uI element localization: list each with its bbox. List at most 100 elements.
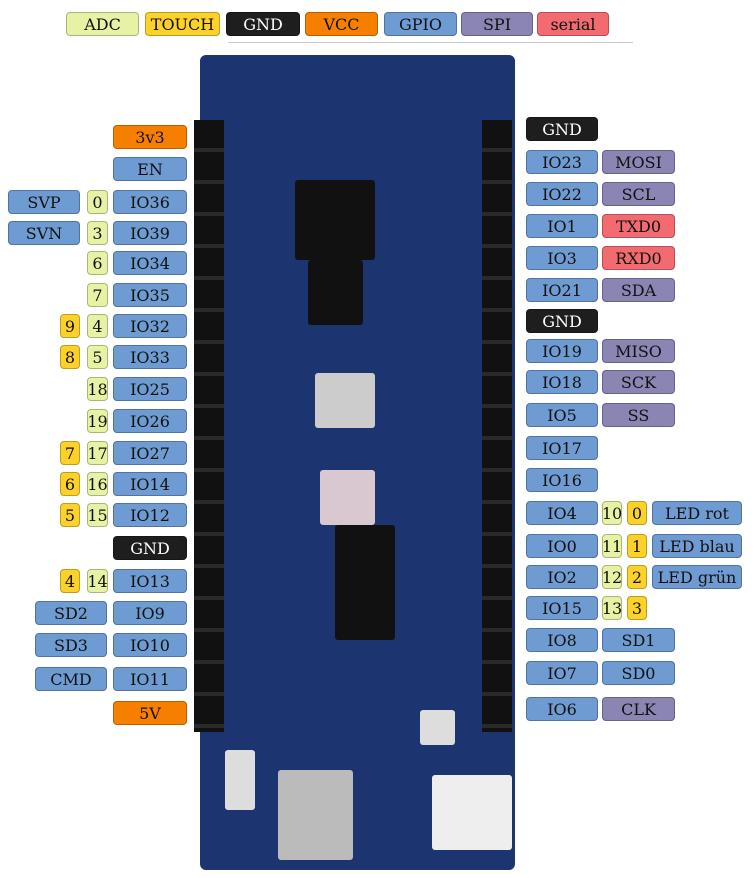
led-label: LED grün (652, 565, 742, 589)
pin-label[interactable]: IO19 (526, 339, 598, 363)
legend-touch: TOUCH (145, 12, 220, 36)
pin-label[interactable]: IO10 (113, 633, 187, 657)
en-button (225, 750, 255, 810)
touch-channel: 2 (627, 565, 647, 589)
adc-channel: 13 (602, 596, 622, 620)
adc-channel: 14 (87, 569, 108, 593)
touch-channel: 6 (60, 472, 80, 496)
pin-alt-function: SVN (8, 221, 80, 245)
pin-alt-function: CLK (602, 697, 675, 721)
adc-channel: 19 (87, 409, 108, 433)
rgb-led (320, 470, 375, 525)
divider (228, 42, 633, 43)
pin-label[interactable]: IO25 (113, 377, 187, 401)
pin-alt-function: RXD0 (602, 246, 675, 270)
pin-alt-function: MOSI (602, 150, 675, 174)
pin-label[interactable]: IO16 (526, 468, 598, 492)
touch-channel: 3 (627, 596, 647, 620)
adc-channel: 6 (87, 251, 108, 275)
pin-alt-function: SVP (8, 190, 80, 214)
legend-spi: SPI (461, 12, 533, 36)
adc-channel: 7 (87, 283, 108, 307)
pin-label[interactable]: IO8 (526, 628, 598, 652)
pin-label[interactable]: GND (526, 309, 598, 333)
touch-channel: 4 (60, 569, 80, 593)
esp32-board-photo (200, 55, 515, 870)
led-label: LED blau (652, 534, 742, 558)
pin-alt-function: MISO (602, 339, 675, 363)
esp32-chip (295, 180, 375, 260)
pin-label[interactable]: IO26 (113, 409, 187, 433)
pin-label[interactable]: GND (113, 536, 187, 560)
pin-label[interactable]: IO32 (113, 314, 187, 338)
adc-channel: 3 (87, 221, 108, 245)
usb-serial-chip (335, 525, 395, 640)
pin-alt-function: SD0 (602, 661, 675, 685)
boot-button (420, 710, 455, 745)
adc-channel: 17 (87, 441, 108, 465)
pin-label[interactable]: IO7 (526, 661, 598, 685)
pin-label[interactable]: IO21 (526, 278, 598, 302)
pin-label[interactable]: IO14 (113, 472, 187, 496)
legend-adc: ADC (66, 12, 139, 36)
pin-label[interactable]: IO39 (113, 221, 187, 245)
pin-alt-function: SD1 (602, 628, 675, 652)
pin-label[interactable]: IO12 (113, 503, 187, 527)
pin-label[interactable]: IO27 (113, 441, 187, 465)
pin-label[interactable]: IO5 (526, 403, 598, 427)
pin-label[interactable]: IO35 (113, 283, 187, 307)
usb-port (278, 770, 353, 860)
pin-label[interactable]: 3v3 (113, 125, 187, 149)
touch-channel: 7 (60, 441, 80, 465)
pin-label[interactable]: 5V (113, 701, 187, 725)
flash-chip (308, 260, 363, 325)
pin-label[interactable]: EN (113, 157, 187, 181)
pin-label[interactable]: IO33 (113, 345, 187, 369)
pin-label[interactable]: IO13 (113, 569, 187, 593)
adc-channel: 18 (87, 377, 108, 401)
left-header (194, 120, 224, 732)
legend-gpio: GPIO (384, 12, 457, 36)
legend-vcc: VCC (305, 12, 378, 36)
pin-label[interactable]: IO17 (526, 436, 598, 460)
touch-channel: 8 (60, 345, 80, 369)
touch-channel: 9 (60, 314, 80, 338)
adc-channel: 11 (602, 534, 622, 558)
legend-serial: serial (537, 12, 609, 36)
adc-channel: 4 (87, 314, 108, 338)
pin-alt-function: SCL (602, 182, 675, 206)
pin-alt-function: CMD (35, 667, 107, 691)
pin-label[interactable]: IO11 (113, 667, 187, 691)
adc-channel: 5 (87, 345, 108, 369)
pin-label[interactable]: IO3 (526, 246, 598, 270)
pin-label[interactable]: IO36 (113, 190, 187, 214)
pin-label[interactable]: IO23 (526, 150, 598, 174)
voltage-regulator (315, 373, 375, 428)
touch-channel: 5 (60, 503, 80, 527)
touch-channel: 1 (627, 534, 647, 558)
pin-alt-function: TXD0 (602, 214, 675, 238)
pin-label[interactable]: IO0 (526, 534, 598, 558)
pin-label[interactable]: IO6 (526, 697, 598, 721)
pin-label[interactable]: IO9 (113, 601, 187, 625)
pin-label[interactable]: IO22 (526, 182, 598, 206)
pin-label[interactable]: IO4 (526, 501, 598, 525)
legend-gnd: GND (226, 12, 300, 36)
pin-label[interactable]: IO18 (526, 370, 598, 394)
pin-alt-function: SD3 (35, 633, 107, 657)
adc-channel: 0 (87, 190, 108, 214)
pin-label[interactable]: GND (526, 117, 598, 141)
adc-channel: 15 (87, 503, 108, 527)
pin-alt-function: SDA (602, 278, 675, 302)
pin-label[interactable]: IO15 (526, 596, 598, 620)
pin-alt-function: SD2 (35, 601, 107, 625)
adc-channel: 10 (602, 501, 622, 525)
pin-alt-function: SCK (602, 370, 675, 394)
pin-label[interactable]: IO2 (526, 565, 598, 589)
battery-connector (432, 775, 512, 850)
pin-label[interactable]: IO1 (526, 214, 598, 238)
led-label: LED rot (652, 501, 742, 525)
pin-alt-function: SS (602, 403, 675, 427)
touch-channel: 0 (627, 501, 647, 525)
pin-label[interactable]: IO34 (113, 251, 187, 275)
